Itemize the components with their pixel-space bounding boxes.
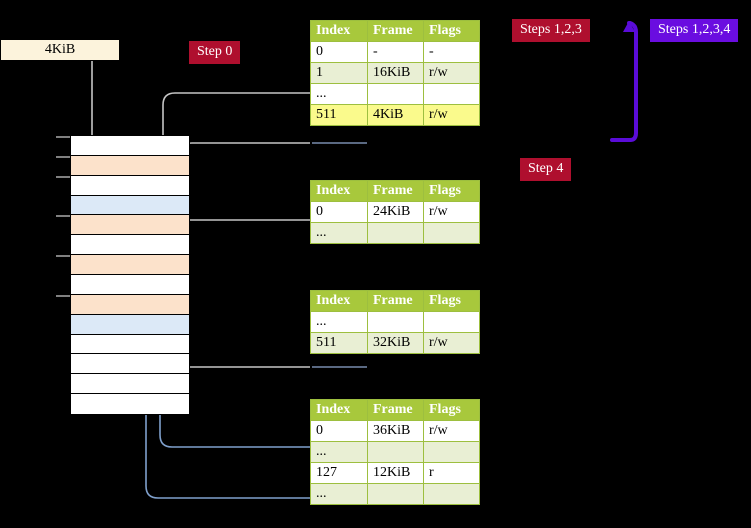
cell-frame: 24KiB: [367, 201, 424, 223]
memory-frame-tick-8: [56, 294, 70, 297]
cell-index: ...: [310, 83, 368, 105]
memory-frame-8: [71, 294, 189, 315]
memory-frame-1: [71, 155, 189, 176]
column-header-index: Index: [310, 399, 368, 421]
cell-frame: [367, 441, 424, 463]
column-header-frame: Frame: [367, 20, 424, 42]
column-header-flags: Flags: [423, 399, 480, 421]
memory-frame-tick-6: [56, 255, 70, 258]
badge-step-0: Step 0: [189, 41, 241, 64]
cell-frame: 36KiB: [367, 420, 424, 442]
memory-frame-6: [71, 255, 189, 275]
cell-flags: [423, 311, 480, 333]
page-size-box: 4KiB: [0, 39, 120, 61]
memory-frame-10: [71, 334, 189, 355]
cell-frame: [367, 83, 424, 105]
cell-index: 0: [310, 201, 368, 223]
cell-index: ...: [310, 311, 368, 333]
column-header-flags: Flags: [423, 180, 480, 202]
cell-index: ...: [310, 483, 368, 505]
memory-frame-4: [71, 215, 189, 236]
cell-frame: [367, 483, 424, 505]
cell-flags: r/w: [423, 332, 480, 354]
cell-index: ...: [310, 441, 368, 463]
cell-flags: r/w: [423, 104, 480, 126]
cell-frame: 12KiB: [367, 462, 424, 484]
table-row[interactable]: ...: [310, 483, 480, 505]
badge-step-4: Step 4: [520, 158, 572, 181]
memory-frame-tick-1: [56, 155, 70, 158]
cell-index: 511: [310, 332, 368, 354]
cell-frame: 4KiB: [367, 104, 424, 126]
cell-index: 127: [310, 462, 368, 484]
table-row[interactable]: ...: [310, 441, 480, 463]
cell-frame: [367, 311, 424, 333]
page-size-label: 4KiB: [44, 42, 76, 57]
badge-steps-1234: Steps 1,2,3,4: [650, 19, 739, 42]
cell-flags: -: [423, 41, 480, 63]
cell-frame: [367, 222, 424, 244]
cell-frame: -: [367, 41, 424, 63]
cell-flags: r/w: [423, 420, 480, 442]
cell-flags: r/w: [423, 201, 480, 223]
memory-frame-tick-0: [56, 136, 70, 138]
column-header-frame: Frame: [367, 399, 424, 421]
table-row[interactable]: 0--: [310, 41, 480, 63]
column-header-index: Index: [310, 180, 368, 202]
physical-memory-column: [70, 135, 190, 415]
memory-frame-9: [71, 314, 189, 335]
column-header-frame: Frame: [367, 290, 424, 312]
cell-flags: [423, 483, 480, 505]
badge-steps-123: Steps 1,2,3: [512, 19, 590, 42]
cell-index: ...: [310, 222, 368, 244]
column-header-flags: Flags: [423, 20, 480, 42]
cell-flags: r/w: [423, 62, 480, 84]
cell-index: 511: [310, 104, 368, 126]
table-row[interactable]: ...: [310, 83, 480, 105]
column-header-index: Index: [310, 20, 368, 42]
column-header-frame: Frame: [367, 180, 424, 202]
cell-frame: 16KiB: [367, 62, 424, 84]
memory-frame-11: [71, 354, 189, 375]
memory-frame-12: [71, 374, 189, 395]
column-header-flags: Flags: [423, 290, 480, 312]
memory-frame-13: [71, 394, 189, 414]
table-row[interactable]: ...: [310, 222, 480, 244]
memory-frame-5: [71, 235, 189, 256]
cell-index: 0: [310, 420, 368, 442]
violet-loop-arrow: [610, 21, 638, 142]
table-row[interactable]: ...: [310, 311, 480, 333]
column-header-index: Index: [310, 290, 368, 312]
memory-frame-2: [71, 175, 189, 196]
memory-frame-tick-4: [56, 215, 70, 218]
cell-flags: [423, 222, 480, 244]
cell-flags: [423, 83, 480, 105]
memory-frame-tick-2: [56, 175, 70, 178]
cell-index: 1: [310, 62, 368, 84]
memory-frame-0: [71, 136, 189, 156]
cell-flags: [423, 441, 480, 463]
cell-flags: r: [423, 462, 480, 484]
memory-frame-3: [71, 195, 189, 216]
cell-index: 0: [310, 41, 368, 63]
memory-frame-7: [71, 275, 189, 295]
cell-frame: 32KiB: [367, 332, 424, 354]
